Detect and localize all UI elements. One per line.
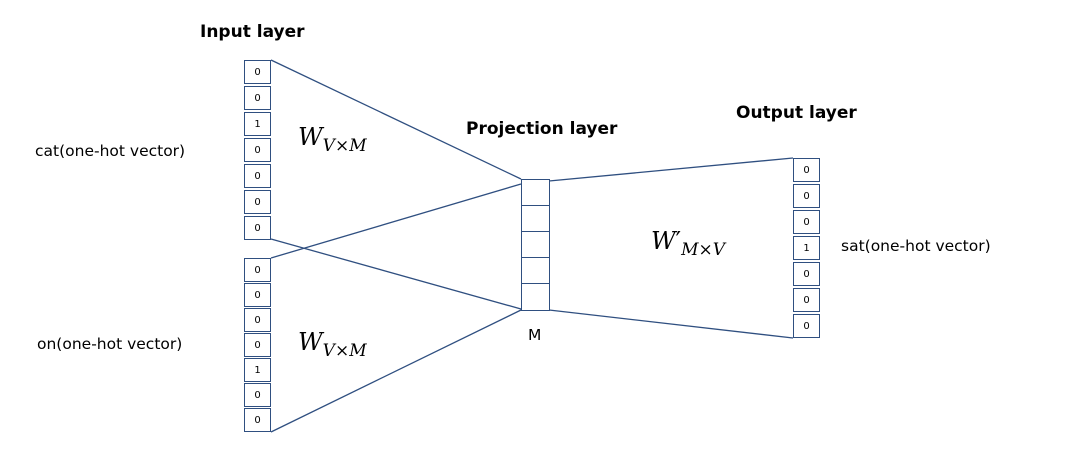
vector-cell: 0: [244, 164, 271, 188]
line-bottom-input-upper: [270, 183, 522, 259]
vector-cell: 0: [793, 288, 820, 312]
vector-cell: 0: [793, 314, 820, 338]
on-vector-label: on(one-hot vector): [37, 335, 183, 353]
vector-cell: 0: [244, 283, 271, 307]
projection-cell: [521, 283, 550, 311]
input-top-weight-label: WV×M: [298, 123, 367, 156]
vector-cell: 0: [244, 138, 271, 162]
vector-cell: 1: [244, 112, 271, 136]
projection-layer-title: Projection layer: [466, 119, 618, 139]
vector-cell: 0: [244, 308, 271, 332]
vector-cell: 1: [244, 358, 271, 382]
cat-vector-label: cat(one-hot vector): [35, 142, 186, 160]
vector-cell: 0: [244, 60, 271, 84]
line-output-lower: [548, 309, 794, 339]
vector-cell: 0: [793, 158, 820, 182]
sat-vector-label: sat(one-hot vector): [841, 237, 991, 255]
vector-cell: 1: [793, 236, 820, 260]
line-top-input-lower: [270, 238, 522, 310]
vector-cell: 0: [244, 190, 271, 214]
line-output-upper: [548, 157, 794, 182]
vector-cell: 0: [793, 210, 820, 234]
line-top-input-upper: [270, 59, 522, 180]
vector-cell: 0: [244, 258, 271, 282]
projection-cell: [521, 231, 550, 259]
projection-size-label: M: [528, 326, 542, 344]
vector-cell: 0: [244, 216, 271, 240]
vector-cell: 0: [793, 262, 820, 286]
vector-cell: 0: [244, 408, 271, 432]
output-layer-title: Output layer: [736, 103, 857, 123]
input-layer-title: Input layer: [200, 22, 305, 42]
vector-cell: 0: [244, 383, 271, 407]
line-bottom-input-lower: [270, 309, 522, 433]
projection-cell: [521, 257, 550, 285]
output-weight-label: W′M×V: [651, 227, 726, 260]
projection-cell: [521, 205, 550, 233]
projection-cell: [521, 179, 550, 207]
vector-cell: 0: [244, 86, 271, 110]
input-bottom-weight-label: WV×M: [298, 328, 367, 361]
vector-cell: 0: [244, 333, 271, 357]
vector-cell: 0: [793, 184, 820, 208]
